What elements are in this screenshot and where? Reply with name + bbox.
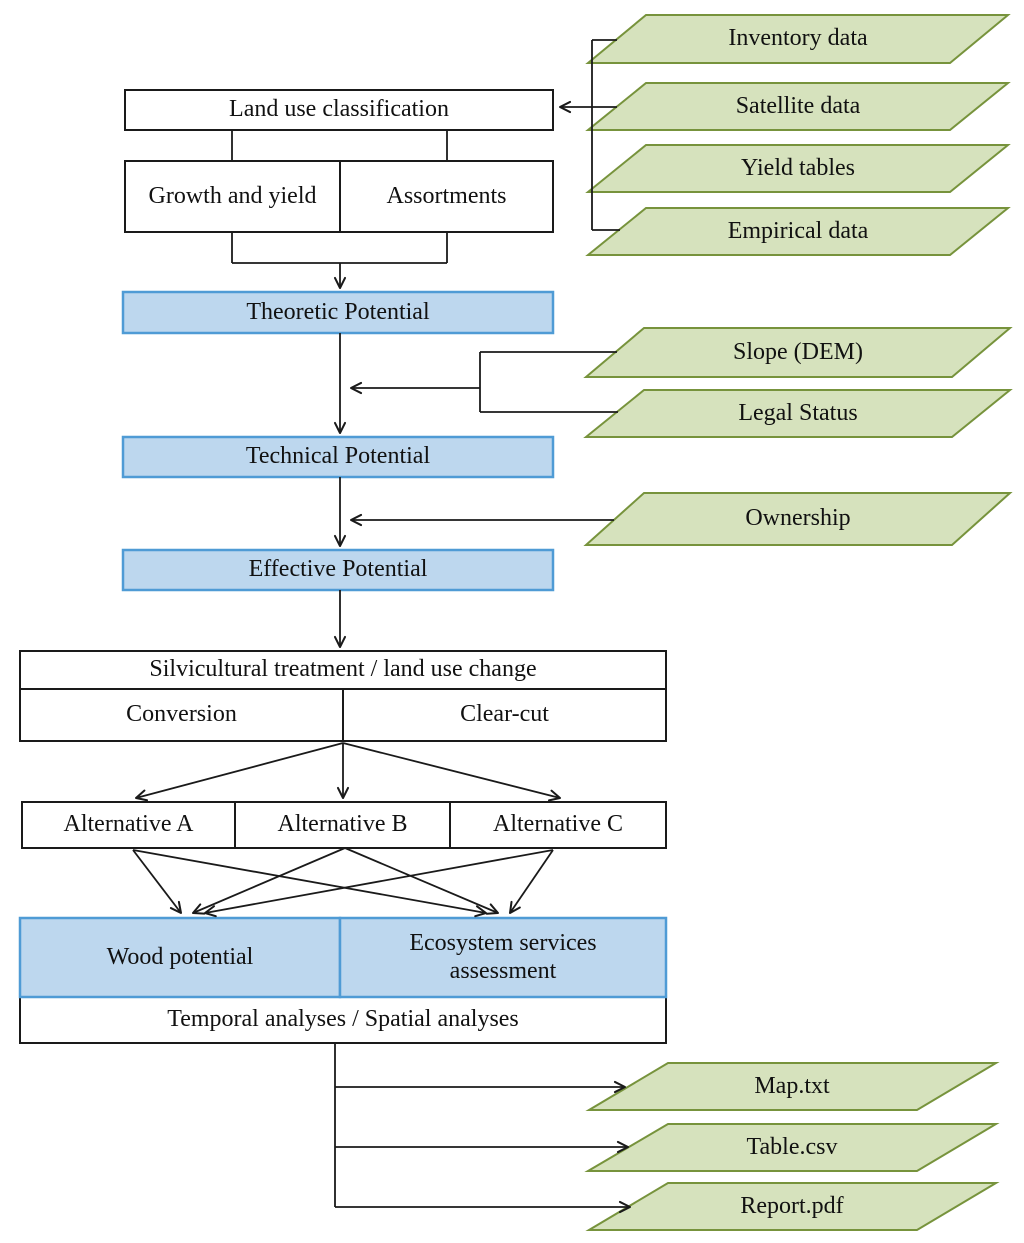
wood-potential-box [18,916,342,999]
arrow-a-to-ecosystem [132,849,488,918]
alternative-a-box [21,801,236,849]
ecosystem-services-box [338,916,668,999]
yield-tables-shape [585,144,1011,193]
alternative-c-box [449,801,667,849]
slope-dem-shape [583,327,1013,378]
arrow-c-to-ecosystem [508,849,554,915]
ownership-shape [583,492,1013,546]
analyses-box [19,996,667,1044]
growth-and-yield-box [124,160,341,233]
theoretic-potential-box [121,290,555,335]
report-pdf-shape [585,1182,1000,1231]
arrow-c-to-wood [203,849,554,918]
legal-status-shape [583,389,1013,438]
arrow-b-to-ecosystem [344,847,500,915]
arrow-to-alternative-c [342,742,562,802]
clear-cut-box [342,688,667,742]
assortments-box [339,160,554,233]
alternative-b-box [234,801,451,849]
technical-potential-box [121,435,555,479]
conversion-box [19,688,344,742]
empirical-data-shape [585,207,1011,256]
silvicultural-treatment-box [19,650,667,690]
effective-potential-box [121,548,555,592]
table-csv-shape [584,1123,1000,1172]
inventory-data-shape [585,14,1011,64]
land-use-classification-box [124,89,554,131]
satellite-data-shape [585,82,1011,131]
arrow-b-to-wood [191,847,346,915]
map-txt-shape [585,1062,1000,1111]
arrow-to-alternative-a [134,742,344,802]
arrow-a-to-wood [132,849,183,915]
